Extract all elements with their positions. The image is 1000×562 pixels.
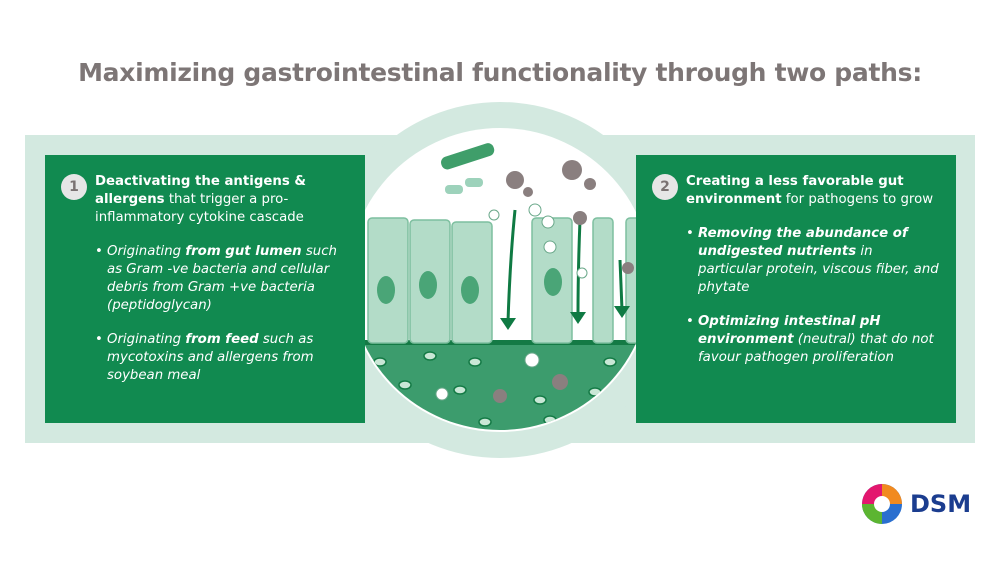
dsm-logo: DSM xyxy=(858,480,971,528)
path-2-heading: Creating a less favorable gut environmen… xyxy=(686,173,940,209)
bullet-text: in particular protein, viscous fiber, an… xyxy=(698,244,939,295)
gut-illustration xyxy=(310,102,690,458)
path-2-panel: 2 Creating a less favorable gut environm… xyxy=(636,155,956,423)
bullet-text: such as mycotoxins and allergens from so… xyxy=(107,332,314,383)
path-1-panel: 1 Deactivating the antigens & allergens … xyxy=(45,155,365,423)
bullet-text: Originating xyxy=(107,332,186,347)
bullet-item: Removing the abundance of undigested nut… xyxy=(686,225,940,297)
dsm-logo-icon xyxy=(862,484,902,524)
bullet-item: Optimizing intestinal pH environment (ne… xyxy=(686,313,940,367)
page-title: Maximizing gastrointestinal functionalit… xyxy=(78,58,922,87)
heading-bold: Deactivating the antigens & allergens xyxy=(95,174,306,207)
bullet-bold: from feed xyxy=(185,332,259,347)
path-1-heading: Deactivating the antigens & allergens th… xyxy=(95,173,349,227)
heading-rest: that trigger a pro-inflammatory cytokine… xyxy=(95,192,304,225)
bullet-text: (neutral) that do not favour pathogen pr… xyxy=(698,332,934,365)
dsm-logo-text: DSM xyxy=(910,490,972,518)
bullet-item: Originating from feed such as mycotoxins… xyxy=(95,331,349,385)
step-number-badge: 1 xyxy=(61,174,87,200)
heading-bold: Creating a less favorable gut environmen… xyxy=(686,174,904,207)
bullet-bold: Removing the abundance of undigested nut… xyxy=(698,226,908,259)
bullet-bold: Optimizing intestinal pH environment xyxy=(698,314,881,347)
bullet-text: such as Gram -ve bacteria and cellular d… xyxy=(107,244,337,313)
bullet-text: Originating xyxy=(107,244,186,259)
bullet-item: Originating from gut lumen such as Gram … xyxy=(95,243,349,315)
bullet-bold: from gut lumen xyxy=(185,244,302,259)
heading-rest: for pathogens to grow xyxy=(781,192,934,207)
step-number-badge: 2 xyxy=(652,174,678,200)
